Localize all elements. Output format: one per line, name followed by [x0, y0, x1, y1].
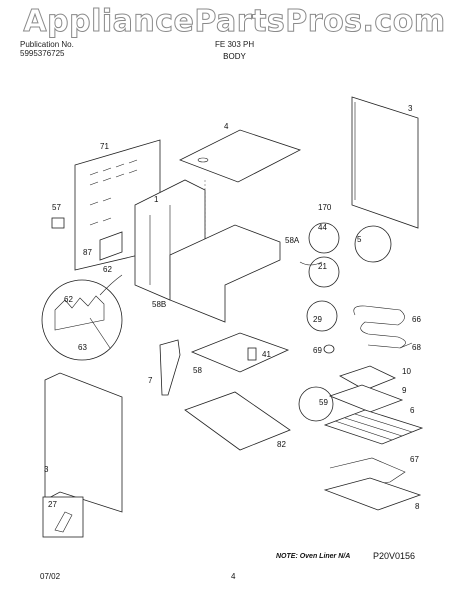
label-58b: 58B [152, 300, 167, 309]
section-title: BODY [223, 52, 246, 61]
label-57: 57 [52, 203, 61, 212]
detail-bubble-hinge [41, 279, 123, 361]
publication-label: Publication No. [20, 40, 74, 49]
detail-bubble-29 [306, 300, 338, 332]
footer-date: 07/02 [40, 572, 61, 581]
bracket-41 [247, 347, 257, 361]
label-10: 10 [402, 367, 411, 376]
label-67: 67 [410, 455, 419, 464]
detail-bubble-44 [308, 222, 340, 254]
label-69: 69 [313, 346, 322, 355]
label-27: 27 [48, 500, 57, 509]
label-41: 41 [262, 350, 271, 359]
label-8: 8 [415, 502, 420, 511]
watermark-logo: AppliancePartsPros.com [23, 4, 446, 40]
broil-element [353, 305, 406, 349]
bottom-panel [184, 391, 291, 451]
label-71: 71 [100, 142, 109, 151]
label-82: 82 [277, 440, 286, 449]
label-29: 29 [313, 315, 322, 324]
detail-bubble-59 [298, 386, 334, 422]
label-7: 7 [148, 376, 153, 385]
model-number: FE 303 PH [215, 40, 255, 49]
oven-bottom [190, 332, 290, 373]
oven-liner-note: NOTE: Oven Liner N/A [276, 553, 351, 560]
label-44: 44 [318, 223, 327, 232]
label-170: 170 [318, 203, 332, 212]
label-5: 5 [357, 235, 362, 244]
label-66: 66 [412, 315, 421, 324]
label-3a: 3 [408, 104, 413, 113]
label-58: 58 [193, 366, 202, 375]
panel-9 [328, 384, 404, 413]
publication-info: Publication No. 5995376725 [20, 40, 74, 58]
bracket [51, 217, 65, 229]
plug-69 [323, 344, 335, 354]
label-3b: 3 [44, 465, 49, 474]
diagram-code: P20V0156 [373, 551, 416, 561]
label-58a: 58A [285, 236, 300, 245]
vent-slots [89, 159, 138, 226]
label-63: 63 [78, 343, 87, 352]
detail-bubble-21 [308, 256, 340, 288]
rear-panel [351, 96, 419, 229]
detail-bubble-5 [354, 225, 392, 263]
label-21: 21 [318, 262, 327, 271]
oven-rack [323, 409, 424, 445]
label-62b: 62 [64, 295, 73, 304]
publication-number: 5995376725 [20, 49, 65, 58]
label-87: 87 [83, 248, 92, 257]
oven-wrapper [169, 224, 281, 323]
label-4: 4 [224, 122, 229, 131]
footer-page-number: 4 [231, 572, 236, 581]
label-68: 68 [412, 343, 421, 352]
panel-10 [339, 365, 396, 391]
side-panel [44, 372, 123, 513]
floor-panel [323, 477, 422, 511]
label-62a: 62 [103, 265, 112, 274]
label-59: 59 [319, 398, 328, 407]
inset-box [42, 496, 84, 538]
hinge-bracket [99, 231, 123, 261]
top-panel [179, 129, 302, 183]
label-6: 6 [410, 406, 415, 415]
label-9: 9 [402, 386, 407, 395]
door-hinge [159, 339, 181, 396]
label-1: 1 [154, 195, 159, 204]
